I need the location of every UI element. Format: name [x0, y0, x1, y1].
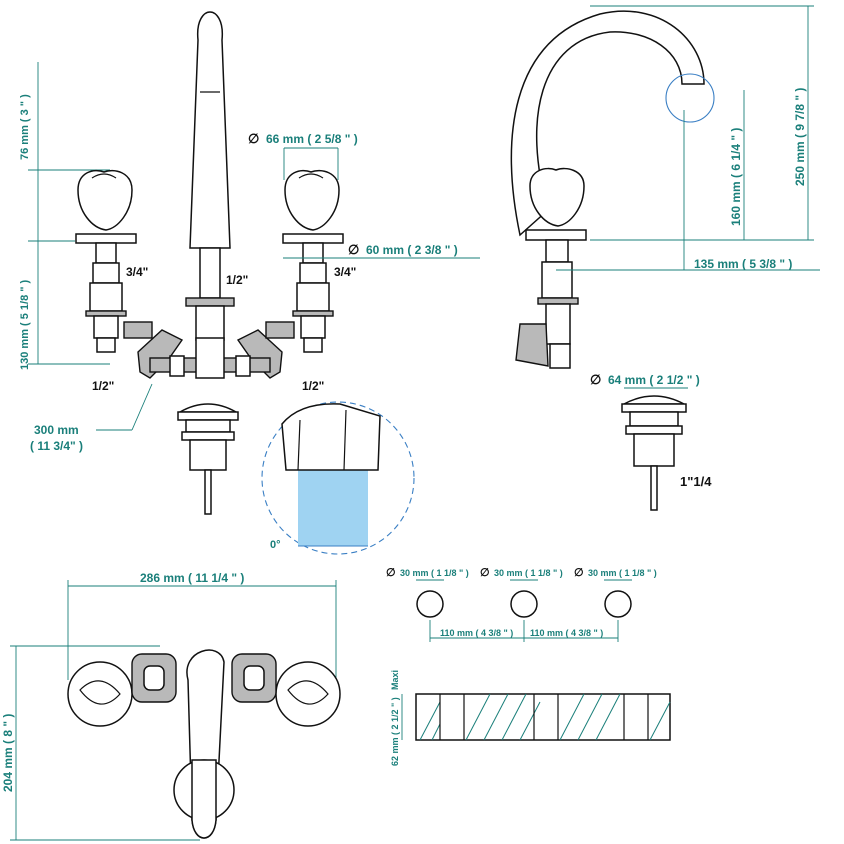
right-flange [282, 233, 344, 244]
height-130-label: 130 mm ( 5 1/8 " ) [19, 279, 31, 370]
deck-hole-2 [510, 590, 538, 618]
top-view: 286 mm ( 11 1/4 " ) 204 mm ( 8 " ) [1, 571, 341, 841]
water-stream [298, 470, 368, 546]
width-135-label: 135 mm ( 5 3/8 " ) [694, 257, 792, 271]
diameter-symbol-2: ∅ [348, 242, 359, 257]
spout-body [189, 11, 231, 249]
deck-section [415, 693, 671, 741]
diameter-60-label: 60 mm ( 2 3/8 " ) [366, 243, 458, 257]
hole-diameter-symbol-3: ∅ [574, 567, 584, 579]
diameter-66-label: 66 mm ( 2 5/8 " ) [266, 132, 358, 146]
hole-1-label: 30 mm ( 1 1/8 " ) [400, 568, 469, 578]
detail-circle [261, 401, 415, 555]
diameter-symbol: ∅ [248, 131, 259, 146]
waste-cap [177, 403, 239, 413]
spacing-2-label: 110 mm ( 4 3/8 " ) [530, 628, 603, 638]
spacing-1-label: 110 mm ( 4 3/8 " ) [440, 628, 513, 638]
thread-right-1-2: 1/2" [302, 379, 324, 393]
aerator-detail [665, 73, 715, 123]
deck-hole-3 [604, 590, 632, 618]
maxi-label: Maxi [390, 670, 400, 690]
height-160-label: 160 mm ( 6 1/4 " ) [729, 128, 743, 226]
hole-2-label: 30 mm ( 1 1/8 " ) [494, 568, 563, 578]
right-handle-knob [284, 169, 340, 231]
height-250-label: 250 mm ( 9 7/8 " ) [793, 88, 807, 186]
hole-diameter-symbol-1: ∅ [386, 567, 396, 579]
side-handle-knob [529, 167, 585, 227]
side-view: 250 mm ( 9 7/8 " ) 160 mm ( 6 1/4 " ) 13… [510, 5, 820, 511]
diameter-64-label: 64 mm ( 2 1/2 " ) [608, 373, 700, 387]
thread-center-1-2: 1/2" [226, 273, 248, 287]
height-204-label: 204 mm ( 8 " ) [1, 714, 15, 792]
thread-left-3-4: 3/4" [126, 265, 148, 279]
deck-thickness-label: 62 mm ( 2 1/2 " ) [390, 697, 400, 766]
angle-label: 0° [270, 539, 281, 551]
hole-diameter-symbol-2: ∅ [480, 567, 490, 579]
left-handle-knob [77, 169, 133, 231]
width-286-label: 286 mm ( 11 1/4 " ) [140, 571, 244, 585]
thread-left-1-2: 1/2" [92, 379, 114, 393]
waste-thread-label: 1"1/4 [680, 474, 712, 489]
pipe-length-inch-label: ( 11 3/4" ) [30, 439, 83, 453]
thread-right-3-4: 3/4" [334, 265, 356, 279]
deck-hole-1 [416, 590, 444, 618]
side-spout [510, 10, 705, 237]
hole-3-label: 30 mm ( 1 1/8 " ) [588, 568, 657, 578]
height-76-label: 76 mm ( 3 " ) [19, 94, 31, 160]
deck-holes: ∅ 30 mm ( 1 1/8 " ) ∅ 30 mm ( 1 1/8 " ) … [386, 567, 671, 766]
left-flange [75, 233, 137, 244]
pipe-length-label: 300 mm [34, 423, 79, 437]
diameter-symbol-3: ∅ [590, 372, 601, 387]
front-view: 76 mm ( 3 " ) 130 mm ( 5 1/8 " ) 3/4" 1/… [19, 11, 480, 555]
